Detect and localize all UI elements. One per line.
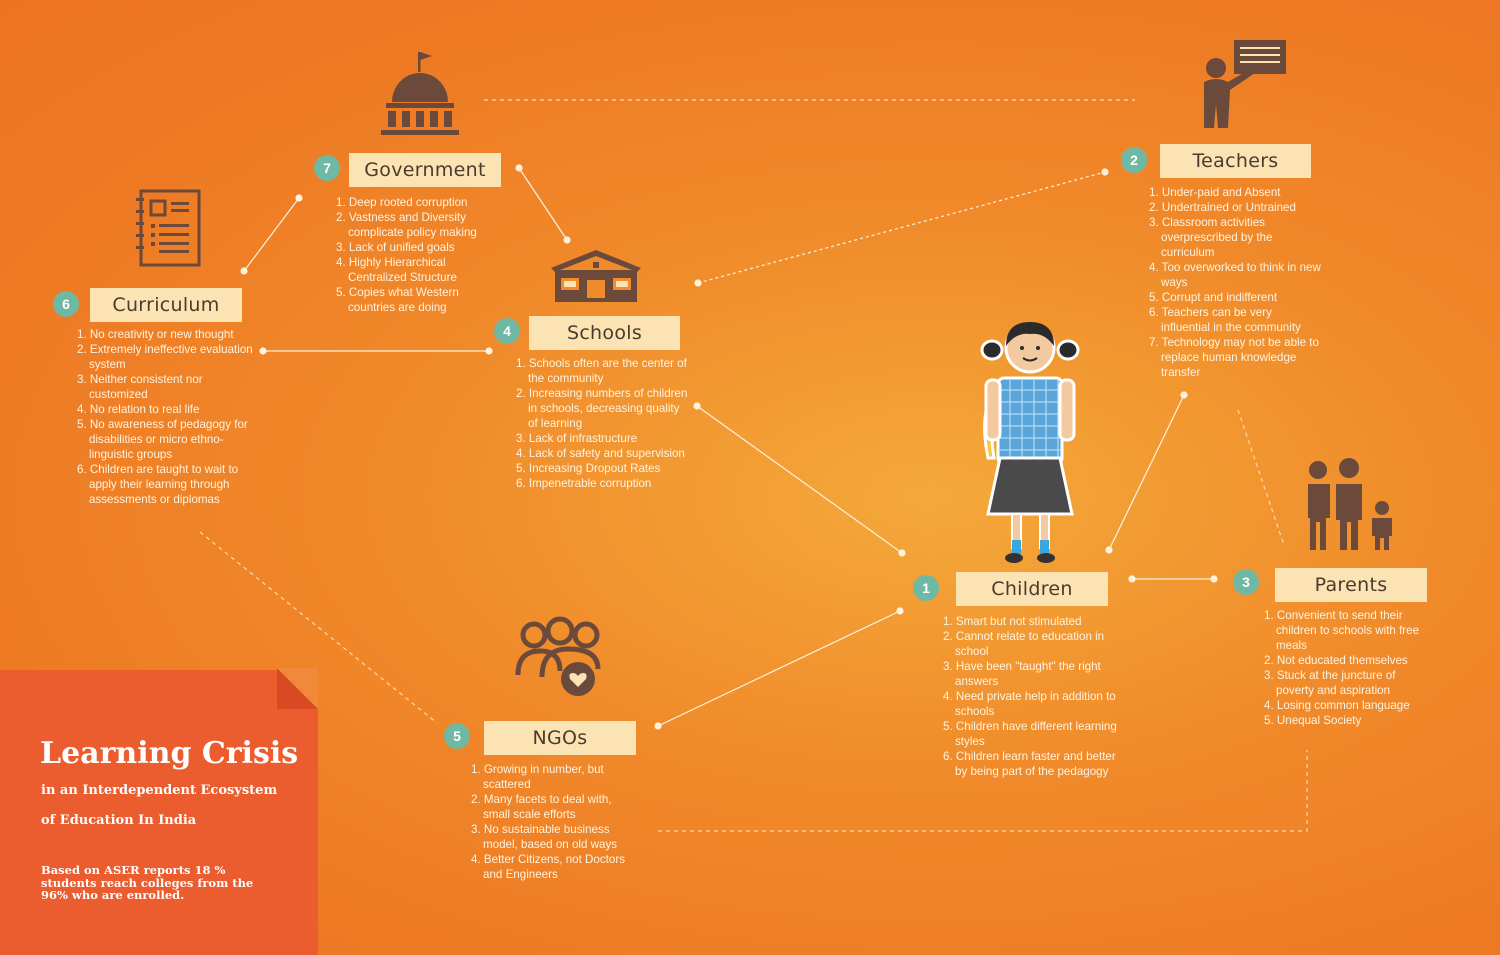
list-item: 5. Copies what Western countries are doi… <box>336 286 459 314</box>
list-item: 4. Losing common language <box>1264 699 1410 712</box>
list-item: 3. Classroom activities overprescribed b… <box>1149 216 1273 259</box>
list-item: 4. No relation to real life <box>77 403 200 416</box>
list-item: 4. Better Citizens, not Doctors and Engi… <box>471 853 626 881</box>
title-curriculum: Curriculum <box>90 288 242 322</box>
list-item: 1. Schools often are the center of the c… <box>516 357 687 385</box>
list-item: 1. Deep rooted corruption <box>336 196 468 209</box>
page-curl-icon <box>277 668 318 709</box>
list-teachers: 1. Under-paid and Absent 2. Undertrained… <box>1149 185 1324 380</box>
list-government: 1. Deep rooted corruption 2. Vastness an… <box>336 195 506 315</box>
list-item: 7. Technology may not be able to replace… <box>1149 336 1319 379</box>
list-item: 2. Not educated themselves <box>1264 654 1408 667</box>
list-item: 1. Smart but not stimulated <box>943 615 1082 628</box>
list-item: 4. Need private help in addition to scho… <box>943 690 1116 718</box>
badge-government: 7 <box>314 155 340 181</box>
badge-teachers: 2 <box>1121 147 1147 173</box>
list-item: 5. No awareness of pedagogy for disabili… <box>77 418 248 461</box>
list-item: 2. Cannot relate to education in school <box>943 630 1105 658</box>
title-schools: Schools <box>529 316 680 350</box>
badge-schools: 4 <box>494 318 520 344</box>
badge-ngos: 5 <box>444 723 470 749</box>
list-parents: 1. Convenient to send their children to … <box>1264 608 1424 728</box>
list-curriculum: 1. No creativity or new thought 2. Extre… <box>77 327 255 507</box>
list-item: 4. Lack of safety and supervision <box>516 447 685 460</box>
list-item: 3. Stuck at the juncture of poverty and … <box>1264 669 1396 697</box>
title-children: Children <box>956 572 1108 606</box>
list-item: 3. Have been "taught" the right answers <box>943 660 1101 688</box>
list-item: 1. Growing in number, but scattered <box>471 763 604 791</box>
list-item: 5. Increasing Dropout Rates <box>516 462 661 475</box>
list-item: 2. Undertrained or Untrained <box>1149 201 1296 214</box>
teacher-icon <box>1204 40 1286 128</box>
curriculum-document-icon <box>136 189 201 267</box>
school-building-icon <box>551 250 641 302</box>
list-item: 4. Highly Hierarchical Centralized Struc… <box>336 256 457 284</box>
list-item: 5. Corrupt and indifferent <box>1149 291 1278 304</box>
title-teachers: Teachers <box>1160 144 1311 178</box>
title-ngos: NGOs <box>484 721 636 755</box>
list-item: 3. Lack of unified goals <box>336 241 455 254</box>
badge-parents: 3 <box>1233 569 1259 595</box>
list-item: 2. Vastness and Diversity complicate pol… <box>336 211 477 239</box>
list-item: 6. Children learn faster and better by b… <box>943 750 1116 778</box>
title-government: Government <box>349 153 501 187</box>
list-item: 1. No creativity or new thought <box>77 328 234 341</box>
page-subtitle-line2: of Education In India <box>41 813 197 828</box>
list-item: 5. Unequal Society <box>1264 714 1362 727</box>
list-children: 1. Smart but not stimulated 2. Cannot re… <box>943 614 1121 779</box>
list-item: 2. Many facets to deal with, small scale… <box>471 793 612 821</box>
list-item: 2. Increasing numbers of children in sch… <box>516 387 688 430</box>
list-item: 1. Convenient to send their children to … <box>1264 609 1420 652</box>
child-illustration <box>980 322 1080 563</box>
list-schools: 1. Schools often are the center of the c… <box>516 356 691 491</box>
badge-curriculum: 6 <box>53 291 79 317</box>
ngo-community-icon <box>515 616 601 696</box>
title-parents: Parents <box>1275 568 1427 602</box>
list-item: 4. Too overworked to think in new ways <box>1149 261 1321 289</box>
badge-children: 1 <box>913 575 939 601</box>
government-building-icon <box>381 52 459 135</box>
list-item: 3. No sustainable business model, based … <box>471 823 618 851</box>
family-icon <box>1308 458 1392 550</box>
list-item: 6. Teachers can be very influential in t… <box>1149 306 1301 334</box>
page-title: Learning Crisis <box>40 736 299 771</box>
list-item: 3. Lack of infrastructure <box>516 432 638 445</box>
list-item: 2. Extremely ineffective evaluation syst… <box>77 343 253 371</box>
list-item: 6. Impenetrable corruption <box>516 477 652 490</box>
list-item: 5. Children have different learning styl… <box>943 720 1117 748</box>
page-subtitle-line1: in an Interdependent Ecosystem <box>41 783 278 798</box>
list-ngos: 1. Growing in number, but scattered 2. M… <box>471 762 641 882</box>
source-note: Based on ASER reports 18 % students reac… <box>41 863 254 902</box>
list-item: 3. Neither consistent nor customized <box>77 373 203 401</box>
list-item: 6. Children are taught to wait to apply … <box>77 463 239 506</box>
title-panel <box>0 670 318 955</box>
list-item: 1. Under-paid and Absent <box>1149 186 1281 199</box>
